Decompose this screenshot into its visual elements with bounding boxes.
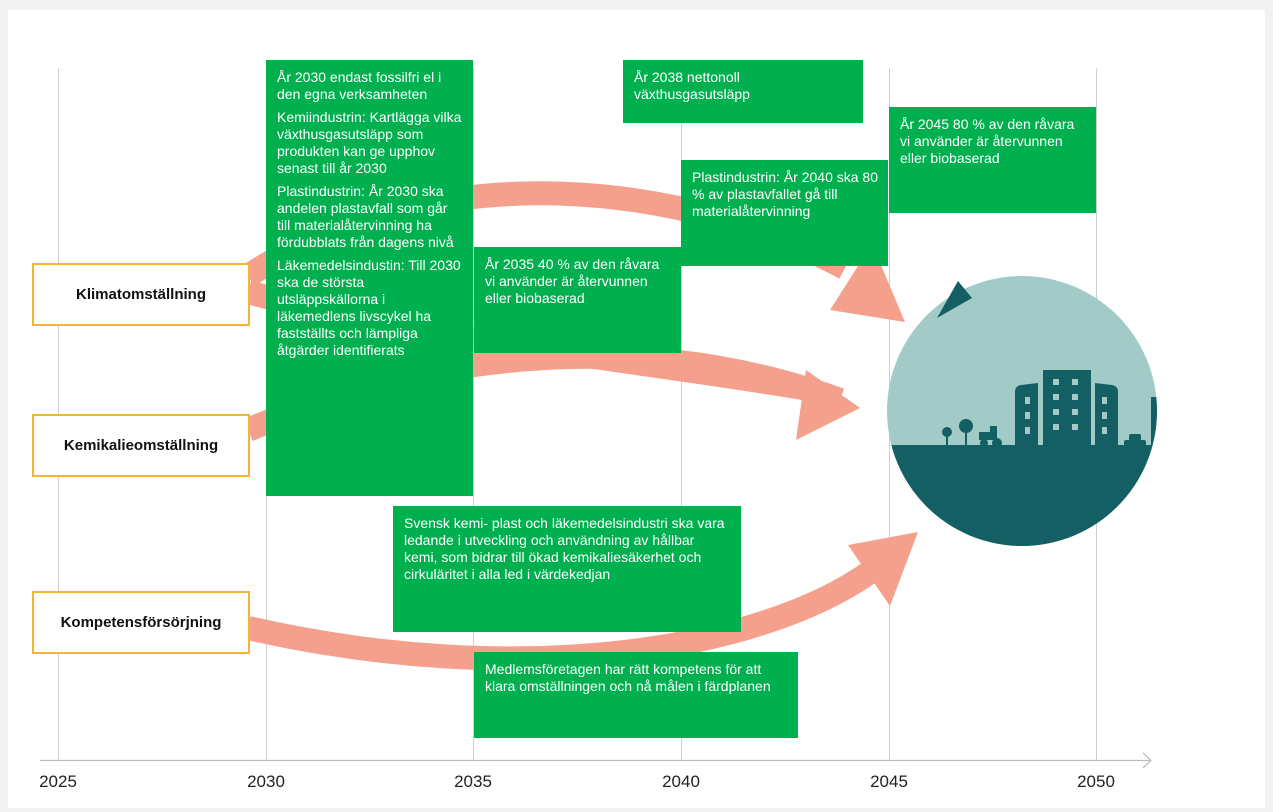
year-label-2045: 2045 [870, 772, 908, 791]
vision-text: Svensk kemi- plast och läkemedelsindustr… [404, 515, 725, 582]
category-klimatomstallning: Klimatomställning [32, 263, 250, 326]
arrowhead-top-upper [830, 244, 905, 322]
goal-2030-fossilfri-el: År 2030 endast fossilfri el i den egna v… [277, 69, 442, 102]
goal-2040-box: Plastindustrin: År 2040 ska 80 % av plas… [681, 160, 888, 266]
year-label-2025: 2025 [39, 772, 77, 791]
time-axis [40, 752, 1152, 769]
sustainable-city-circle-icon [887, 276, 1157, 546]
arrowhead-middle [796, 370, 860, 440]
goal-2038-box: År 2038 nettonoll växthusgasutsläpp [623, 60, 863, 123]
category-label: Kemikalieomställning [63, 437, 219, 454]
goal-2045-box: År 2045 80 % av den råvara vi använder ä… [889, 107, 1096, 213]
year-label-2050: 2050 [1077, 772, 1115, 791]
vision-box: Svensk kemi- plast och läkemedelsindustr… [393, 506, 741, 632]
axis-arrowhead [1142, 752, 1152, 769]
goal-2030-kemiindustrin: Kemiindustrin: Kartlägga vilka växthusga… [277, 109, 462, 176]
kompetens-goal-box: Medlemsföretagen har rätt kompetens för … [474, 652, 798, 738]
goal-2038-text: År 2038 nettonoll växthusgasutsläpp [634, 69, 750, 102]
cycle-arrowhead [937, 281, 972, 318]
year-label-2035: 2035 [454, 772, 492, 791]
category-kompetensforsorjning: Kompetensförsörjning [32, 591, 250, 654]
year-label-2040: 2040 [662, 772, 700, 791]
category-kemikalieomstallning: Kemikalieomställning [32, 414, 250, 477]
year-label-2030: 2030 [247, 772, 285, 791]
goal-2045-text: År 2045 80 % av den råvara vi använder ä… [900, 116, 1075, 166]
arrowhead-bottom [848, 532, 918, 606]
kompetens-goal-text: Medlemsföretagen har rätt kompetens för … [485, 661, 771, 694]
category-label: Klimatomställning [75, 286, 206, 303]
goal-2030-plastindustrin: Plastindustrin: År 2030 ska andelen plas… [277, 183, 454, 250]
goal-2040-text: Plastindustrin: År 2040 ska 80 % av plas… [692, 169, 878, 219]
goals-2030-box: År 2030 endast fossilfri el i den egna v… [266, 60, 473, 496]
goal-2035-text: År 2035 40 % av den råvara vi använder ä… [485, 256, 660, 306]
goal-2035-box: År 2035 40 % av den råvara vi använder ä… [474, 247, 681, 353]
goal-2030-lakemedelsindustrin: Läkemedelsindustin: Till 2030 ska de stö… [277, 257, 461, 358]
category-label: Kompetensförsörjning [60, 614, 222, 631]
arrow-heads [796, 244, 918, 606]
